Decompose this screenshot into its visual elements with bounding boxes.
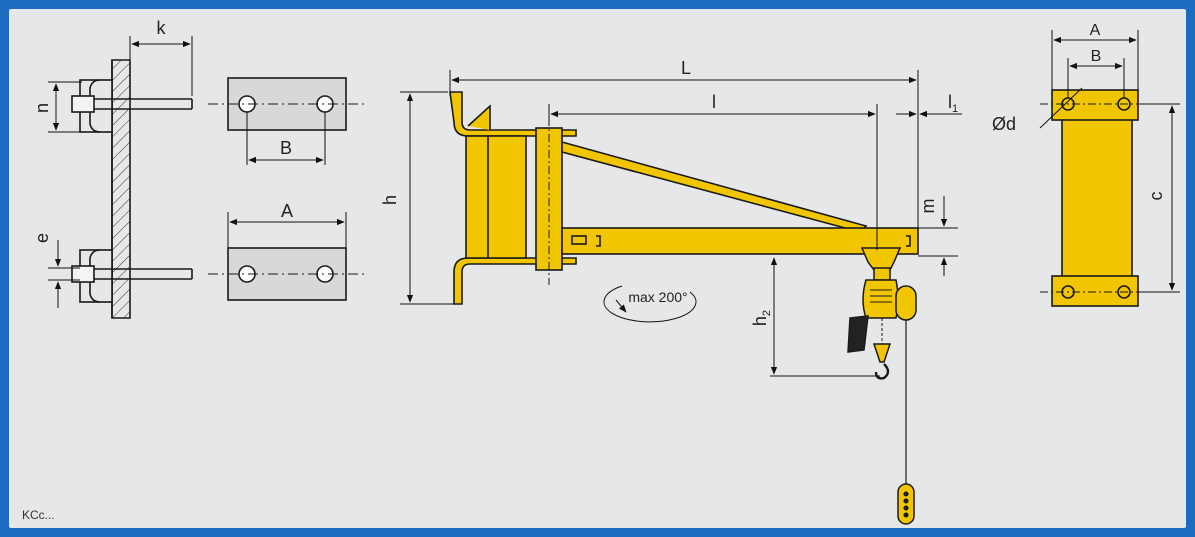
label-l: l [712, 92, 716, 112]
base-plate-front-view [1040, 89, 1150, 307]
label-A-left: A [281, 201, 293, 221]
label-k: k [157, 18, 167, 38]
drawing-panel [9, 9, 1186, 528]
label-A-right: A [1090, 22, 1101, 39]
label-B-left: B [280, 138, 292, 158]
mounting-plate-bottom [208, 247, 364, 301]
label-L: L [681, 58, 691, 78]
label-B-right: B [1091, 48, 1102, 65]
wall-bracket-side-view [71, 59, 193, 319]
label-e: e [32, 233, 52, 243]
chain-hoist [847, 247, 917, 486]
model-code: KCc... [22, 508, 55, 522]
label-rotation: max 200° [628, 289, 687, 305]
label-h: h [380, 195, 400, 205]
jib-crane-side-view [449, 91, 919, 305]
label-n: n [32, 103, 52, 113]
label-h2: h2 [750, 310, 773, 326]
mounting-plate-top [208, 77, 364, 131]
label-m: m [918, 199, 938, 214]
label-c: c [1146, 192, 1166, 201]
label-l1: l1 [948, 92, 958, 115]
label-d: Ød [992, 114, 1016, 134]
pendant-control [897, 483, 915, 525]
